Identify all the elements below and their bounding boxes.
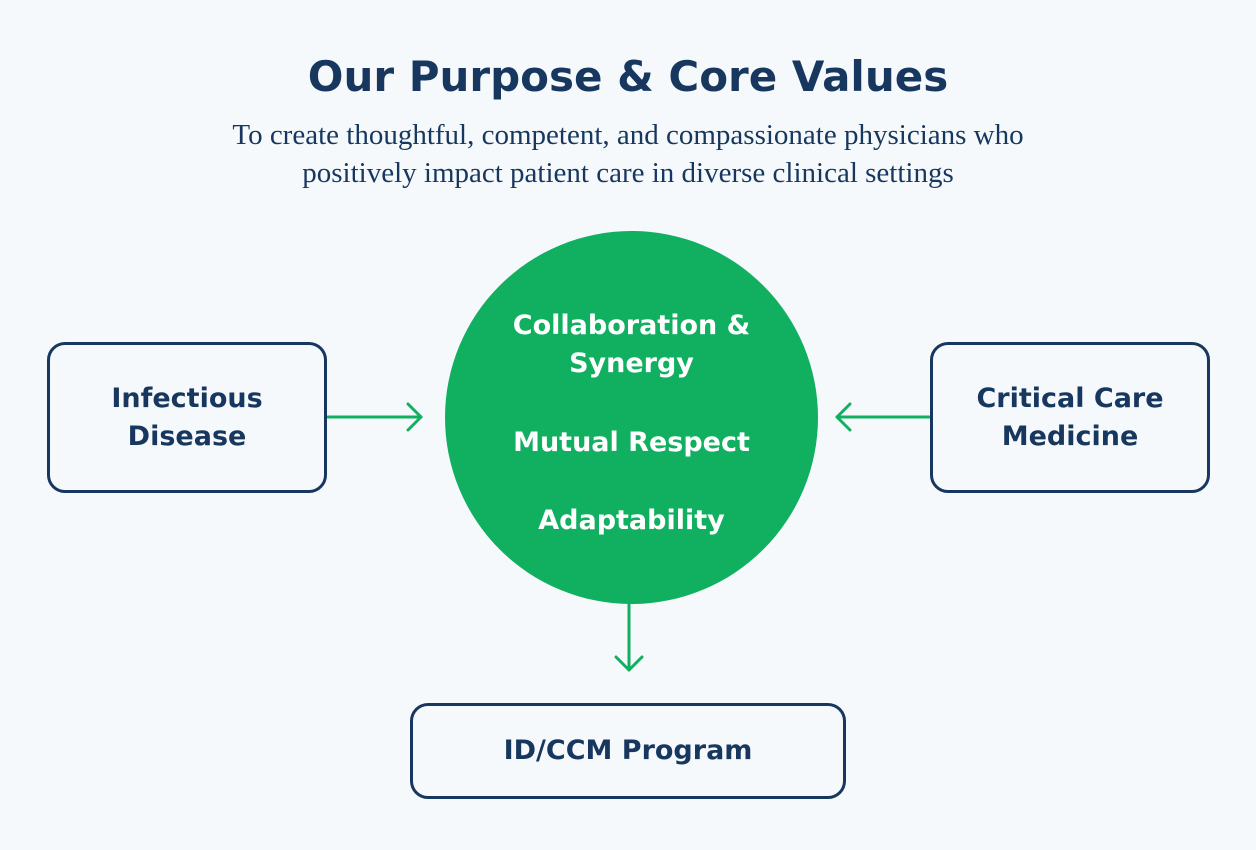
infectious-disease-line-2: Disease (127, 420, 247, 452)
id-ccm-program-box: ID/CCM Program (410, 703, 846, 799)
arrow-right-to-circle (835, 402, 931, 432)
subtitle-line-2: positively impact patient care in divers… (302, 157, 954, 189)
infectious-disease-box: Infectious Disease (47, 342, 327, 493)
infectious-disease-line-1: Infectious (111, 382, 263, 414)
core-value-adaptability: Adaptability (538, 505, 725, 536)
critical-care-line-1: Critical Care (976, 382, 1164, 414)
page-subtitle: To create thoughtful, competent, and com… (160, 116, 1096, 192)
page-title: Our Purpose & Core Values (307, 52, 949, 101)
core-value-collaboration: Collaboration & Synergy (445, 307, 818, 383)
arrow-circle-to-bottom (614, 602, 644, 672)
critical-care-line-2: Medicine (1001, 420, 1139, 452)
critical-care-medicine-box: Critical Care Medicine (930, 342, 1210, 493)
core-values-circle (445, 231, 818, 604)
arrow-left-to-circle (326, 402, 423, 432)
core-value-collaboration-line-2: Synergy (569, 348, 694, 379)
id-ccm-program-label: ID/CCM Program (503, 735, 753, 766)
core-value-mutual-respect: Mutual Respect (513, 427, 750, 458)
core-value-collaboration-line-1: Collaboration & (512, 310, 751, 341)
subtitle-line-1: To create thoughtful, competent, and com… (232, 119, 1024, 151)
